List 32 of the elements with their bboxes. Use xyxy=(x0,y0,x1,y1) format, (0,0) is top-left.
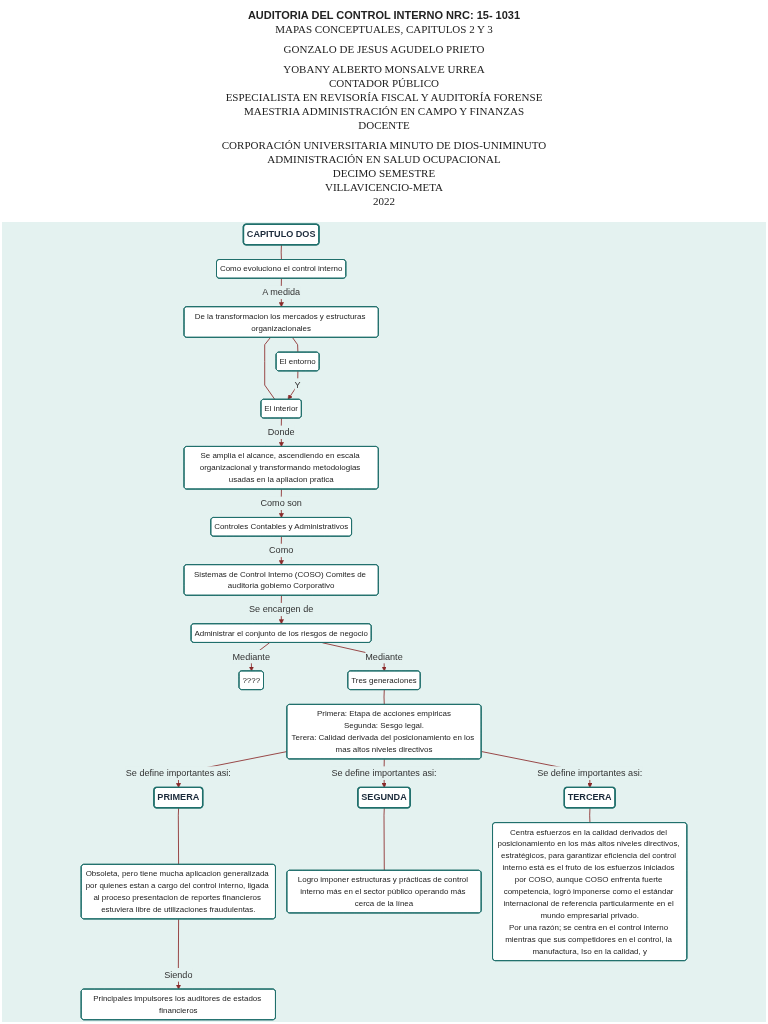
document-title: AUDITORIA DEL CONTROL INTERNO NRC: 15- 1031 xyxy=(246,9,522,22)
cover-text-line: CORPORACIÓN UNIVERSITARIA MINUTO DE DIOS-UNIMINUTO xyxy=(220,139,548,152)
cover-text-line: ESPECIALISTA EN REVISORÍA FISCAL Y AUDITORÍA FORENSE xyxy=(224,91,544,104)
cover-text-line: MAPAS CONCEPTUALES, CAPITULOS 2 Y 3 xyxy=(274,23,494,36)
edge-label: Se define importantes asi: xyxy=(125,768,231,778)
edge-label: Donde xyxy=(267,427,295,437)
cover-text-line: VILLAVICENCIO-META xyxy=(323,181,445,194)
connector xyxy=(292,337,299,353)
edge-label: Mediante xyxy=(365,651,403,662)
edge-label: Se define importantes asi: xyxy=(331,768,437,778)
edge-label: Se encargen de xyxy=(249,604,314,615)
connector xyxy=(280,244,282,261)
edge-label: Como son xyxy=(260,498,302,508)
cover-text-line: CONTADOR PÚBLICO xyxy=(327,77,440,90)
cover-text-line: DOCENTE xyxy=(357,119,411,132)
connector xyxy=(177,807,180,866)
cover-text-line: GONZALO DE JESUS AGUDELO PRIETO xyxy=(282,43,486,56)
cover-text-line: MAESTRIA ADMINISTRACIÓN EN CAMPO Y FINANZAS xyxy=(243,105,525,118)
cover-text-line: YOBANY ALBERTO MONSALVE URREA xyxy=(282,63,486,76)
cover-text-line: ADMINISTRACIÓN EN SALUD OCUPACIONAL xyxy=(266,153,502,166)
cover-text-line: 2022 xyxy=(372,195,396,208)
cover-text-line: DECIMO SEMESTRE xyxy=(331,167,437,180)
connector xyxy=(383,807,385,871)
edge-label: Se define importantes asi: xyxy=(537,768,643,778)
edge-label: Como xyxy=(269,545,294,555)
edge-label: A medida xyxy=(262,287,301,297)
connector xyxy=(264,337,276,400)
connector xyxy=(589,807,591,824)
edge-label: Y xyxy=(294,379,301,390)
connector xyxy=(383,689,385,706)
edge-label: Siendo xyxy=(164,969,193,980)
edge-label: Mediante xyxy=(232,651,270,662)
